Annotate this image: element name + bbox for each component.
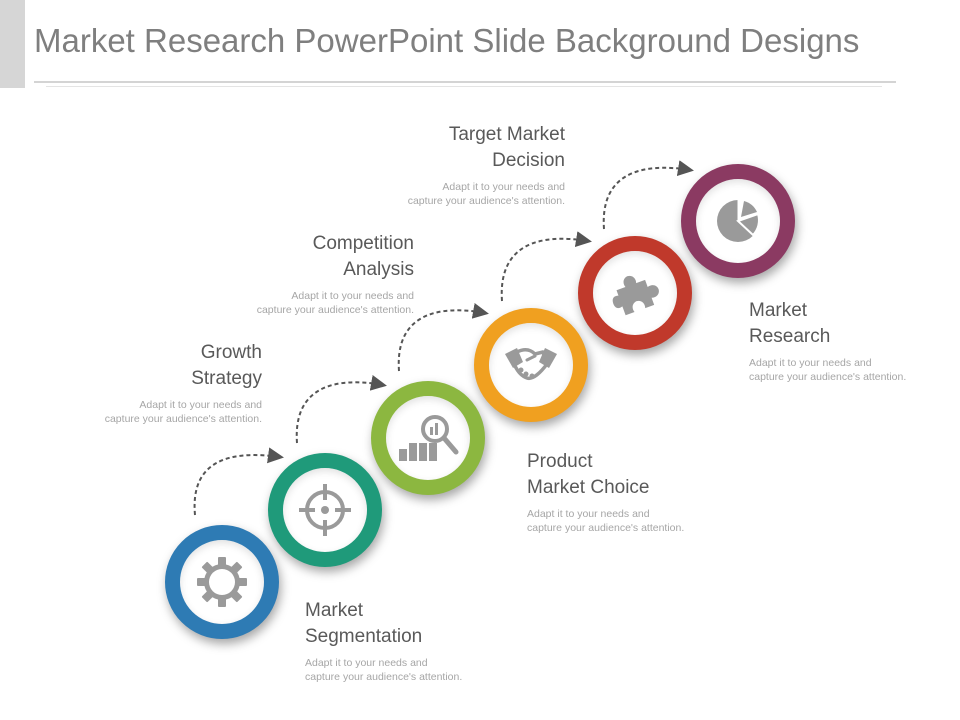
gear-icon: [197, 557, 247, 607]
puzzle-piece-icon: [612, 275, 659, 316]
connector-arrow-1: [193, 447, 284, 516]
step-ring-product-market-choice: [371, 381, 485, 495]
pie-chart-icon: [717, 199, 760, 242]
connector-arrow-4: [500, 231, 592, 302]
title-divider: [34, 81, 896, 83]
connector-arrow-3: [397, 303, 489, 372]
step-ring-market-segmentation: [165, 525, 279, 639]
slide-title: Market Research PowerPoint Slide Backgro…: [34, 22, 860, 59]
title-accent-bar: [0, 0, 25, 88]
step-ring-market-research: [578, 236, 692, 350]
handshake-icon: [505, 348, 557, 381]
title-divider-thin: [46, 86, 882, 87]
step-ring-competition-analysis: [474, 308, 588, 422]
target-crosshair-icon: [299, 484, 351, 536]
connector-arrow-2: [295, 375, 387, 444]
bar-chart-magnifier-icon: [399, 415, 459, 461]
step-ring-target-market-decision: [681, 164, 795, 278]
step-ring-growth-strategy: [268, 453, 382, 567]
connector-arrow-5: [602, 160, 694, 230]
